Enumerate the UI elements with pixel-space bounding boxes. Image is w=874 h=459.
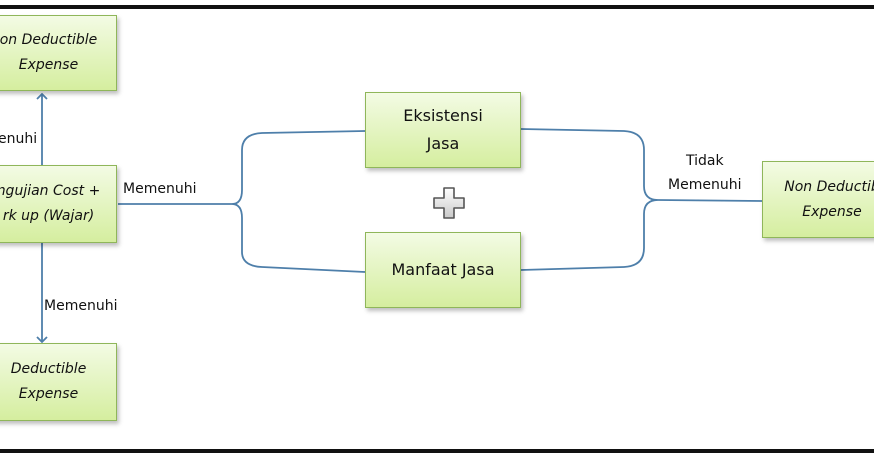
label-to-center: Memenuhi	[123, 181, 197, 197]
right-bracket-connector	[520, 128, 763, 271]
label-right-line1: Tidak	[686, 153, 724, 169]
label-right-line2: Memenuhi	[668, 177, 742, 193]
plus-icon	[433, 187, 465, 219]
node-bottom-left-line2: Expense	[18, 386, 79, 402]
node-right-line1: Non Deductib	[784, 178, 874, 195]
node-top-left-line2: Expense	[18, 57, 79, 73]
node-center-top-line2: Jasa	[426, 134, 460, 153]
node-center-top: Eksistensi Jasa	[365, 92, 521, 168]
node-bottom-left: Deductible Expense	[0, 343, 117, 421]
node-center-top-line1: Eksistensi	[403, 106, 483, 125]
node-center-bottom-line1: Manfaat Jasa	[391, 260, 495, 279]
frame-top-line	[0, 5, 874, 9]
node-right: Non Deductib Expense	[762, 161, 874, 238]
left-bracket-connector	[118, 130, 366, 273]
node-right-line2: Expense	[802, 203, 862, 220]
node-mid-left-line1: ngujian Cost +	[0, 183, 101, 199]
node-center-bottom: Manfaat Jasa	[365, 232, 521, 308]
frame-bottom-line	[0, 449, 874, 453]
node-mid-left: ngujian Cost + rk up (Wajar)	[0, 165, 117, 243]
label-down-arrow: Memenuhi	[44, 298, 118, 314]
label-up-arrow: enuhi	[0, 131, 38, 147]
node-top-left-line1: on Deductible	[0, 32, 98, 48]
node-bottom-left-line1: Deductible	[10, 361, 87, 377]
node-mid-left-line2: rk up (Wajar)	[2, 208, 95, 224]
node-top-left: on Deductible Expense	[0, 15, 117, 91]
